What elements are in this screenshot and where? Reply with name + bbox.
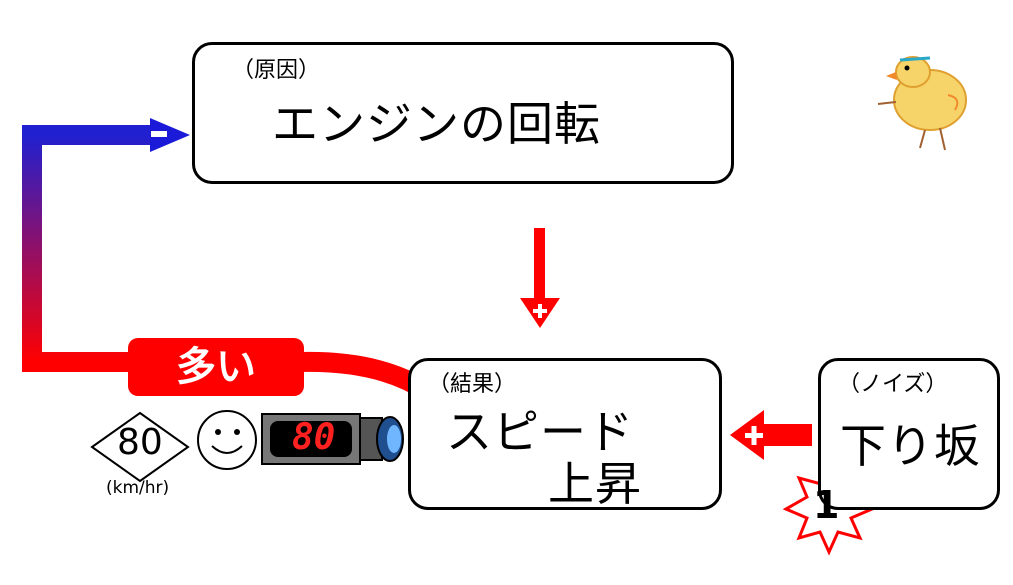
cause-to-result-arrow-shaft <box>534 228 545 300</box>
result-label: （結果） <box>428 372 517 397</box>
cause-label: （原因） <box>232 58 321 83</box>
result-line2: 上昇 <box>548 457 642 511</box>
feedback-arrow-head <box>150 118 190 152</box>
meter-display: 80 <box>292 417 336 458</box>
plus-mark-v <box>538 304 542 318</box>
plus-mark2-v <box>751 426 757 445</box>
speed-sign-diamond <box>90 411 190 483</box>
cause-title: エンジンの回転 <box>272 97 601 151</box>
noise-box <box>818 358 1000 510</box>
speed-sign-value: 80 <box>117 422 163 463</box>
result-box <box>408 358 722 510</box>
speed-camera-icon <box>261 413 404 465</box>
cause-box <box>192 42 734 184</box>
smiley-face-icon <box>197 410 257 470</box>
noise-title: 下り坂 <box>840 419 981 473</box>
star-number: 1 <box>813 483 840 527</box>
result-line1: スピード <box>446 405 634 459</box>
noise-to-result-arrow-shaft <box>762 424 812 446</box>
chick-illustration <box>877 56 967 151</box>
speed-sign-unit: (km/hr) <box>106 478 170 498</box>
feedback-tag: 多い <box>128 338 304 396</box>
feedback-loop-arrow <box>22 125 150 372</box>
minus-sign-mark <box>151 131 167 137</box>
noise-label: （ノイズ） <box>838 372 948 397</box>
